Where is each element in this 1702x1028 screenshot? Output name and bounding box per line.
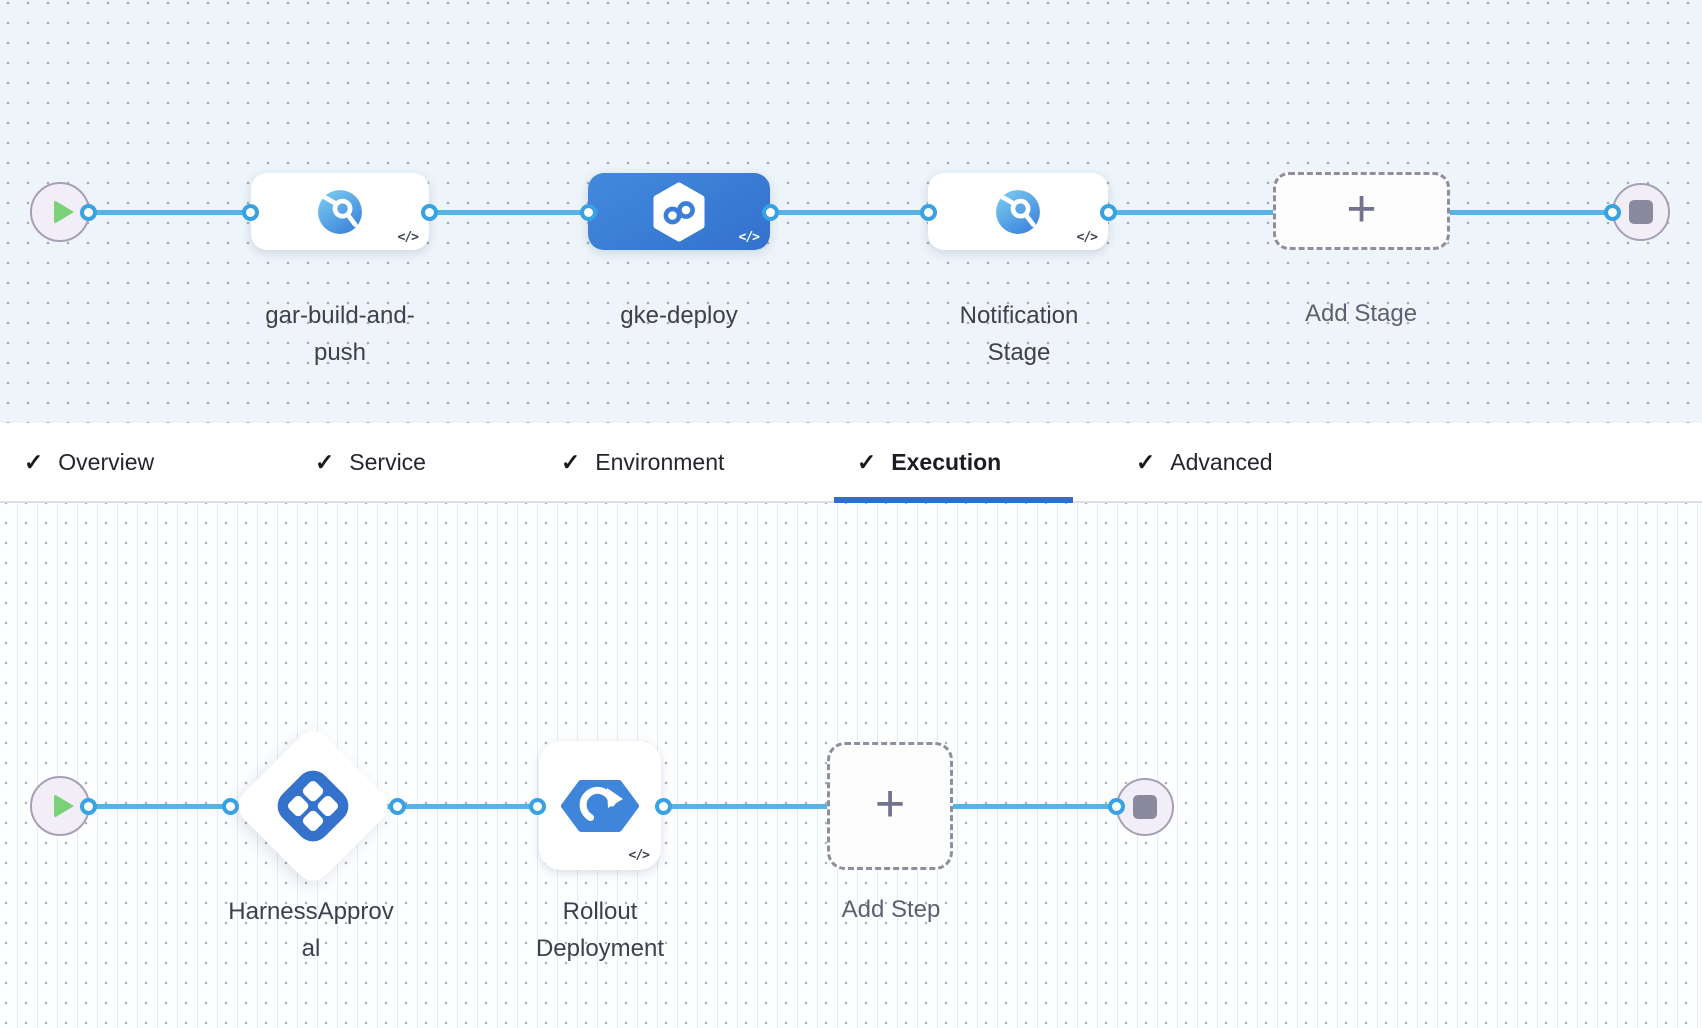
- play-icon: [53, 794, 74, 818]
- stage-canvas[interactable]: </> </>: [0, 0, 1702, 423]
- step-label: Rollout Deployment: [535, 898, 665, 962]
- add-stage-button[interactable]: +: [1273, 172, 1450, 250]
- tab-label: Environment: [595, 448, 725, 475]
- connector-port[interactable]: [1100, 204, 1117, 221]
- build-stage-icon: [318, 189, 362, 234]
- plus-icon: +: [874, 775, 906, 833]
- stop-icon: [1133, 795, 1157, 819]
- add-step-label: Add Step: [841, 896, 941, 923]
- yaml-badge: </>: [397, 230, 420, 245]
- execution-canvas[interactable]: </> + HarnessApproval Rollout Deployment…: [0, 503, 1702, 1028]
- tab-execution[interactable]: ✓ Execution: [857, 423, 1001, 501]
- connector-port[interactable]: [655, 798, 672, 815]
- connector-port[interactable]: [762, 204, 779, 221]
- tab-label: Service: [349, 448, 426, 475]
- connector-port[interactable]: [80, 204, 97, 221]
- plus-icon: +: [1346, 180, 1377, 238]
- yaml-badge: </>: [628, 848, 651, 863]
- check-icon: ✓: [1136, 448, 1156, 475]
- check-icon: ✓: [24, 448, 44, 475]
- tab-label: Advanced: [1170, 448, 1273, 475]
- stage-config-tabbar: ✓ Overview ✓ Service ✓ Environment ✓ Exe…: [0, 423, 1702, 503]
- check-icon: ✓: [315, 448, 335, 475]
- check-icon: ✓: [857, 448, 877, 475]
- connector-port[interactable]: [920, 204, 937, 221]
- stage-label: gke-deploy: [620, 302, 738, 329]
- play-icon: [53, 200, 74, 224]
- stage-connector-line: [88, 210, 1612, 215]
- connector-port[interactable]: [1108, 798, 1125, 815]
- yaml-badge: </>: [738, 230, 761, 245]
- deploy-stage-icon: [653, 182, 705, 241]
- active-tab-indicator: [834, 497, 1073, 503]
- connector-port[interactable]: [242, 204, 259, 221]
- step-node-rollout-deployment[interactable]: </>: [539, 741, 661, 870]
- stage-label: gar-build-and-push: [265, 302, 415, 366]
- connector-port[interactable]: [222, 798, 239, 815]
- connector-port[interactable]: [80, 798, 97, 815]
- connector-port[interactable]: [580, 204, 597, 221]
- tab-label: Execution: [891, 448, 1002, 475]
- stop-icon: [1629, 200, 1653, 224]
- check-icon: ✓: [561, 448, 581, 475]
- custom-stage-icon: [996, 189, 1040, 234]
- connector-port[interactable]: [1604, 204, 1621, 221]
- tab-service[interactable]: ✓ Service: [315, 423, 426, 501]
- add-stage-label: Add Stage: [1304, 300, 1418, 327]
- stage-label: Notification Stage: [959, 302, 1079, 366]
- stage-node-gke-deploy[interactable]: </>: [588, 173, 770, 250]
- tab-label: Overview: [58, 448, 155, 475]
- stage-node-notification-stage[interactable]: </>: [928, 173, 1108, 250]
- add-step-button[interactable]: +: [827, 742, 953, 870]
- rollout-deployment-icon: [561, 779, 639, 832]
- tab-overview[interactable]: ✓ Overview: [24, 423, 154, 501]
- step-label: HarnessApproval: [228, 898, 394, 962]
- approval-step-icon: [277, 770, 349, 842]
- connector-port[interactable]: [529, 798, 546, 815]
- pipeline-start-node[interactable]: [30, 182, 90, 242]
- tab-advanced[interactable]: ✓ Advanced: [1136, 423, 1273, 501]
- tab-environment[interactable]: ✓ Environment: [561, 423, 724, 501]
- yaml-badge: </>: [1076, 230, 1099, 245]
- connector-port[interactable]: [421, 204, 438, 221]
- stage-node-gar-build-and-push[interactable]: </>: [251, 173, 429, 250]
- connector-port[interactable]: [389, 798, 406, 815]
